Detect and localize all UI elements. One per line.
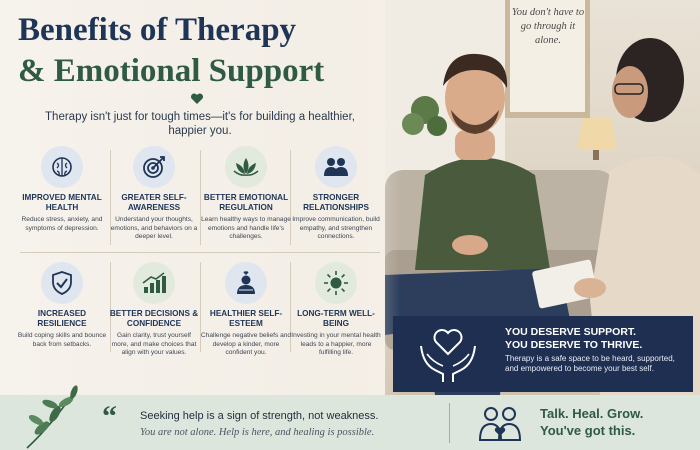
benefit-increased-resilience: Increased Resilience Build coping skills… <box>16 262 108 349</box>
footer-strip <box>0 395 700 450</box>
card-heading-line2: YOU DESERVE TO THRIVE. <box>505 338 643 351</box>
card-body: Therapy is a safe space to be heard, sup… <box>505 354 675 373</box>
lotus-icon <box>225 146 267 188</box>
grid-divider <box>290 262 291 352</box>
benefit-title: Improved Mental Health <box>22 193 102 212</box>
benefit-healthier-self-esteem: Healthier Self-Esteem Challenge negative… <box>200 262 292 358</box>
heart-icon <box>190 92 204 110</box>
benefit-title: Better Emotional Regulation <box>203 193 289 212</box>
benefit-stronger-relationships: Stronger Relationships Improve communica… <box>290 146 382 242</box>
benefit-better-decisions: Better Decisions & Confidence Gain clari… <box>108 262 200 358</box>
benefit-title: Stronger Relationships <box>303 193 369 212</box>
benefit-description: Learn healthy ways to manage emotions an… <box>201 216 291 240</box>
page-title-line1: Benefits of Therapy <box>18 12 297 48</box>
benefit-title: Long-Term Well-Being <box>297 309 375 328</box>
wall-sign-text: You don't have to go through it alone. <box>511 7 585 46</box>
quote-line1: Seeking help is a sign of strength, not … <box>140 410 379 422</box>
grid-divider <box>290 150 291 245</box>
benefit-self-awareness: Greater Self-Awareness Understand your t… <box>108 146 200 242</box>
quote-line2: You are not alone. Help is here, and hea… <box>140 427 375 438</box>
shield-check-icon <box>41 262 83 304</box>
grid-divider <box>200 262 201 352</box>
benefit-improved-mental-health: Improved Mental Health Reduce stress, an… <box>16 146 108 233</box>
benefit-title: Healthier Self-Esteem <box>209 309 283 328</box>
grid-divider <box>20 252 380 253</box>
quote-mark-icon: “ <box>102 400 117 433</box>
benefit-title: Better Decisions & Confidence <box>109 309 199 328</box>
footer-divider <box>449 403 450 443</box>
card-heading-line1: YOU DESERVE SUPPORT. <box>505 326 637 338</box>
benefit-title: Increased Resilience <box>37 309 87 328</box>
hands-heart-icon <box>413 324 483 391</box>
benefit-description: Improve communication, build empathy, an… <box>292 216 380 240</box>
benefit-description: Challenge negative beliefs and develop a… <box>200 332 292 356</box>
brain-icon <box>41 146 83 188</box>
family-icon <box>477 404 525 449</box>
grid-divider <box>110 150 111 245</box>
benefit-long-term-well-being: Long-Term Well-Being Investing in your m… <box>290 262 382 358</box>
grid-divider <box>110 262 111 352</box>
tagline: Talk. Heal. Grow. You've got this. <box>540 405 643 439</box>
tagline-line2: You've got this. <box>540 423 636 438</box>
person-heart-icon <box>225 262 267 304</box>
tagline-line1: Talk. Heal. Grow. <box>540 406 644 421</box>
card-heading: YOU DESERVE SUPPORT. YOU DESERVE TO THRI… <box>505 326 642 351</box>
growth-chart-icon <box>133 262 175 304</box>
benefit-description: Understand your thoughts, emotions, and … <box>110 216 198 240</box>
sun-icon <box>315 262 357 304</box>
benefit-description: Gain clarity, trust yourself more, and m… <box>111 332 197 356</box>
leaf-branch-icon <box>22 380 92 450</box>
benefit-description: Investing in your mental health leads to… <box>291 332 381 356</box>
support-card: YOU DESERVE SUPPORT. YOU DESERVE TO THRI… <box>393 316 693 392</box>
benefit-emotional-regulation: Better Emotional Regulation Learn health… <box>200 146 292 242</box>
benefit-title: Greater Self-Awareness <box>121 193 187 212</box>
subtitle: Therapy isn't just for tough times—it's … <box>45 111 355 137</box>
target-icon <box>133 146 175 188</box>
benefit-description: Reduce stress, anxiety, and symptoms of … <box>21 216 103 232</box>
benefit-description: Build coping skills and bounce back from… <box>17 332 107 348</box>
grid-divider <box>200 150 201 245</box>
people-icon <box>315 146 357 188</box>
page-title-line2: & Emotional Support <box>18 53 325 89</box>
